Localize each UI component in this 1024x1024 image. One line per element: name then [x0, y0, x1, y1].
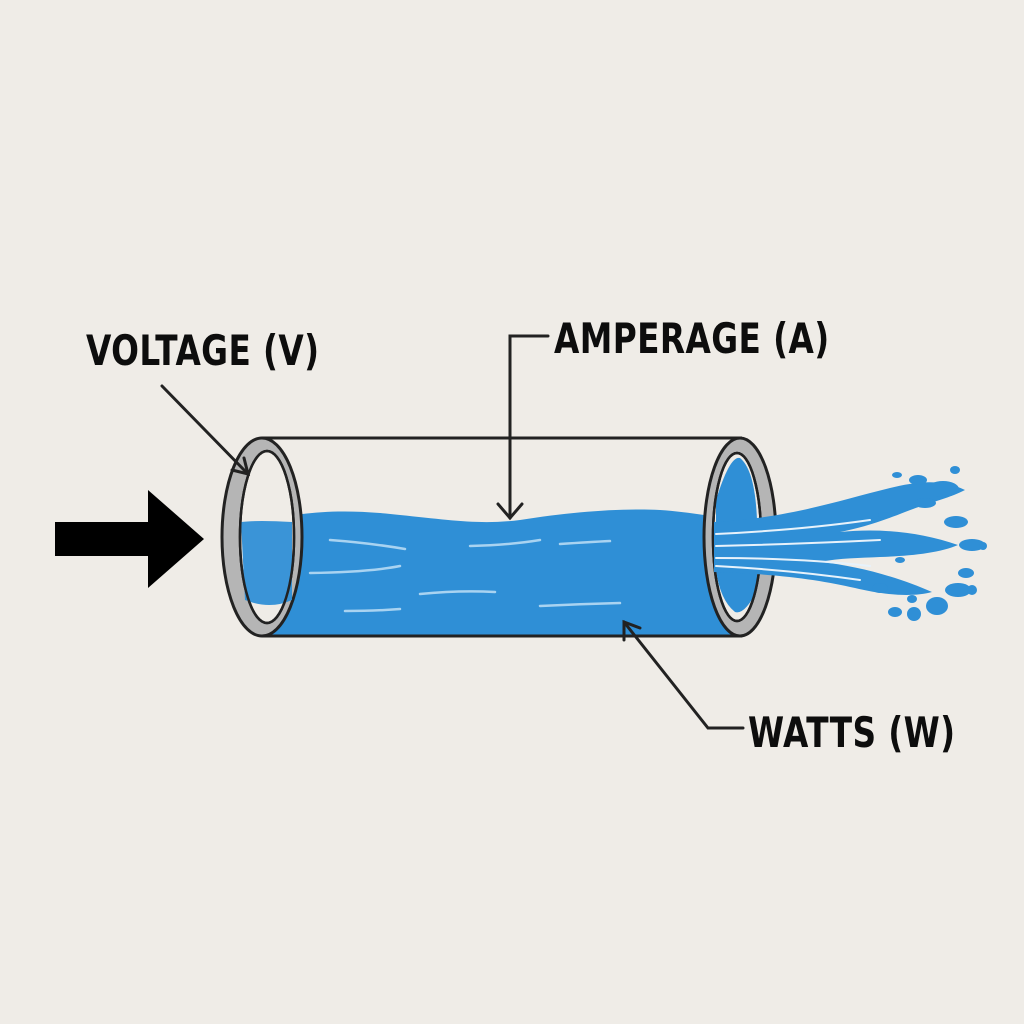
water-spray-icon [714, 466, 987, 621]
voltage-leader [160, 384, 251, 477]
amperage-label: AMPERAGE (A) [554, 314, 830, 363]
watts-leader [622, 619, 745, 730]
right-arrow-icon [55, 490, 204, 588]
amperage-leader [496, 334, 550, 521]
voltage-label: VOLTAGE (V) [86, 326, 320, 375]
watts-label: WATTS (W) [748, 708, 956, 757]
pipe-left-opening [220, 436, 304, 638]
water-body [262, 509, 742, 636]
water-spray-streaks [715, 519, 881, 581]
